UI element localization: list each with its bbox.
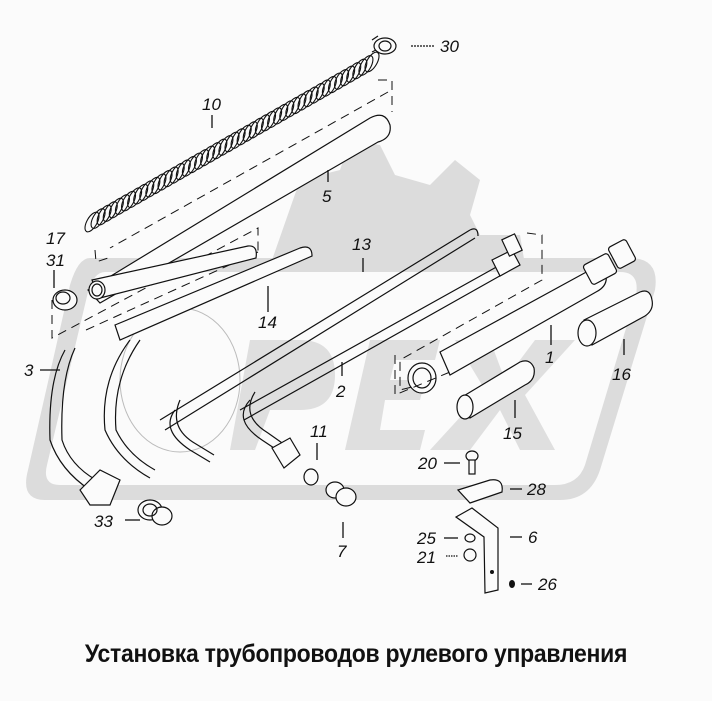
spring-coil — [151, 173, 167, 195]
spring-coil — [133, 183, 149, 205]
spring-coil — [108, 197, 124, 219]
callout-31: 31 — [46, 251, 65, 270]
callout-3: 3 — [24, 361, 34, 380]
spring-coil — [364, 51, 380, 73]
spring-coil — [200, 145, 216, 167]
part-13-pipe[interactable] — [159, 228, 479, 431]
bent-pipe-c — [242, 391, 286, 453]
callout-2: 2 — [335, 382, 346, 401]
part-1-hose[interactable] — [394, 239, 637, 396]
spring-coil — [187, 152, 204, 174]
callout-26: 26 — [537, 575, 557, 594]
part-30-clamp[interactable] — [371, 35, 434, 55]
spring-coil — [248, 117, 264, 139]
group-bracket-upper — [109, 79, 393, 249]
spring-coil — [230, 128, 246, 149]
part-5-sleeve[interactable] — [87, 114, 391, 304]
spring-coil — [194, 148, 210, 170]
callout-16: 16 — [612, 365, 631, 384]
part-20-bolt[interactable] — [444, 450, 479, 475]
part-10-spring[interactable] — [82, 50, 382, 234]
group-bracket-upper-end — [94, 249, 109, 263]
spring-coil — [175, 159, 191, 181]
pipe-fitting-nut — [271, 437, 301, 469]
callout-20: 20 — [417, 454, 437, 473]
callout-33: 33 — [94, 512, 113, 531]
part-11-washer[interactable] — [303, 443, 319, 486]
part-15-sleeve[interactable] — [456, 360, 535, 420]
callout-5: 5 — [322, 187, 332, 206]
spring-coil — [297, 89, 313, 111]
bent-pipe-a — [103, 339, 156, 479]
part-6-bracket[interactable] — [454, 507, 522, 594]
callout-1: 1 — [545, 348, 554, 367]
callout-21: 21 — [416, 548, 436, 567]
spring-coil — [358, 55, 374, 76]
spring-coil — [127, 187, 143, 209]
spring-coil — [120, 190, 137, 212]
part-7-union[interactable] — [325, 481, 357, 538]
part-14-pipe[interactable] — [114, 246, 313, 341]
part-28-clamp[interactable] — [456, 479, 522, 504]
spring-coil — [218, 135, 234, 156]
spring-coil — [181, 155, 197, 177]
spring-coil — [273, 103, 289, 125]
spring-coil — [145, 176, 161, 198]
spring-coil — [340, 65, 356, 87]
spring-coil — [96, 204, 112, 226]
callout-11: 11 — [310, 422, 328, 441]
spring-coil — [267, 107, 283, 129]
spring-coil — [291, 93, 307, 115]
spring-coil — [260, 110, 277, 132]
spring-coil — [315, 79, 331, 101]
parts-diagram: 30 10 5 17 31 13 14 3 2 1 16 15 11 20 28… — [24, 35, 656, 594]
spring-coil — [285, 96, 301, 118]
part-25-washer[interactable] — [444, 533, 476, 543]
spring-coil — [84, 211, 100, 233]
spring-coil — [236, 124, 252, 146]
part-16-sleeve[interactable] — [577, 290, 653, 355]
bent-pipe-b — [169, 399, 215, 463]
spring-coil — [346, 62, 362, 83]
callout-28: 28 — [526, 480, 546, 499]
callout-6: 6 — [528, 528, 538, 547]
spring-coil — [169, 162, 185, 184]
diagram-title: Установка трубопроводов рулевого управле… — [84, 640, 628, 668]
callout-25: 25 — [416, 529, 436, 548]
part-31-clamp[interactable] — [52, 270, 78, 311]
spring-coil — [327, 72, 344, 94]
part-33-union[interactable] — [125, 499, 173, 526]
spring-coil — [114, 194, 130, 216]
spring-coil — [139, 180, 155, 202]
spring-coil — [321, 75, 337, 97]
spring-coil — [206, 142, 222, 163]
spring-coil — [352, 58, 368, 80]
callout-14: 14 — [258, 313, 277, 332]
spring-coil — [279, 100, 295, 122]
spring-coil — [242, 121, 258, 142]
spring-coil — [157, 169, 173, 191]
spring-coil — [163, 166, 179, 188]
callout-17: 17 — [46, 229, 65, 248]
spring-coil — [303, 86, 319, 108]
part-17-sleeve[interactable] — [88, 245, 257, 300]
callout-15: 15 — [503, 424, 522, 443]
watermark-logo — [26, 140, 656, 500]
callout-30: 30 — [440, 37, 459, 56]
part-3-pipe[interactable] — [40, 347, 121, 506]
spring-coil — [90, 208, 106, 229]
spring-coil — [334, 68, 350, 90]
spring-coil — [212, 138, 228, 160]
spring-coil — [102, 201, 118, 222]
part-2-pipe[interactable] — [239, 232, 543, 421]
part-26-washer[interactable] — [509, 580, 532, 588]
spring-coil — [309, 82, 325, 104]
callout-13: 13 — [352, 235, 371, 254]
part-21-nut[interactable] — [446, 548, 477, 562]
spring-coil — [254, 114, 270, 136]
spring-coil — [224, 131, 240, 153]
callout-10: 10 — [202, 95, 221, 114]
callout-7: 7 — [337, 542, 347, 561]
